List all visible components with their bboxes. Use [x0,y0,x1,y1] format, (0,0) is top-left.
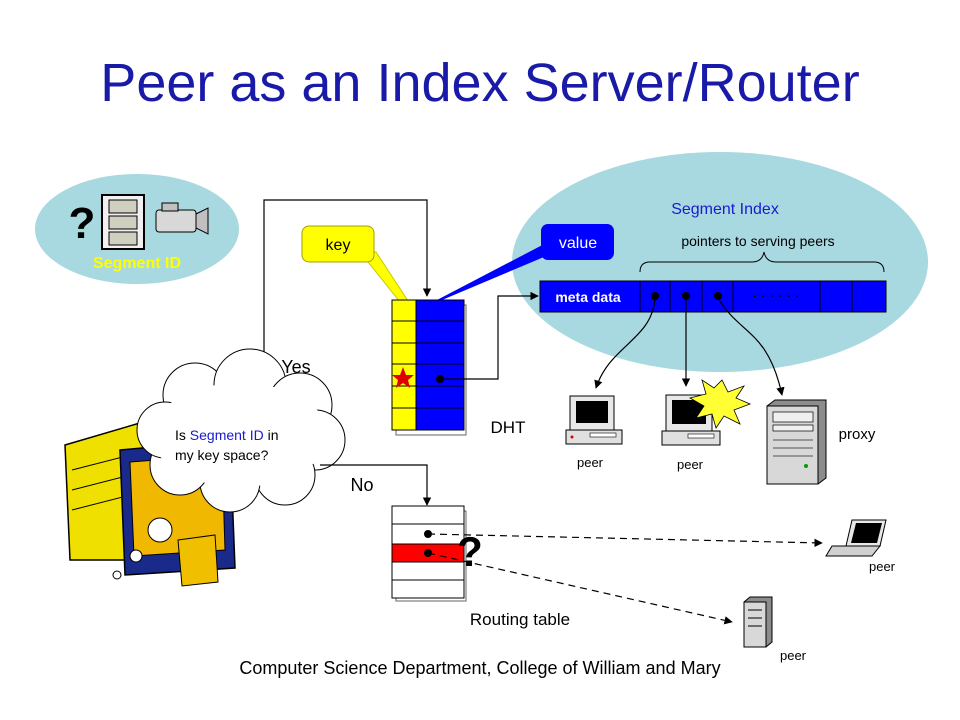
pointers-brace [639,251,885,273]
proxy-server-icon [766,399,827,485]
pointer-arrow-peer-a [594,297,656,389]
routing-arrow-laptop [427,533,823,548]
routing-question: ? [457,528,483,575]
yes-label: Yes [281,357,310,377]
yes-flow-arrow [263,199,432,380]
pointers-label: pointers to serving peers [681,233,834,249]
pointer-dot-1 [651,292,659,300]
explosion-icon [688,379,752,429]
film-strip-icon [101,194,145,250]
peer-computer-icon [565,395,623,445]
segment-id-label: Segment ID [93,255,181,272]
peer-label-laptop: peer [869,559,896,574]
no-flow-arrow [320,464,432,506]
slide-footer: Computer Science Department, College of … [239,658,721,678]
pointer-dot-3 [714,292,722,300]
routing-arrow-server [427,552,733,625]
segment-index-title: Segment Index [671,201,779,218]
value-callout [541,224,614,260]
meta-data-label: meta data [555,289,621,305]
pointer-ellipsis: · · · · · · [752,287,799,303]
value-label: value [559,235,597,252]
proxy-label: proxy [839,426,876,443]
dht-to-meta-arrow [440,291,539,380]
peer-label-server: peer [780,648,807,663]
key-callout [301,225,375,263]
dht-label: DHT [491,418,526,437]
no-label: No [350,475,373,495]
dht-table [391,299,467,436]
pointer-arrow-proxy [717,297,785,396]
value-callout-pointer [437,240,570,300]
pointer-dot-2 [682,292,690,300]
cloud-question-line-2: my key space? [175,447,269,463]
thought-cloud [129,348,346,563]
slide-title: Peer as an Index Server/Router [100,53,860,113]
routing-table-label: Routing table [470,610,570,629]
cloud-question-line-1: Is Segment ID in [175,427,279,443]
small-server-icon [743,596,773,648]
segment-id-question: ? [69,199,96,248]
key-label: key [326,237,351,254]
peer-label-b: peer [677,457,704,472]
star-icon [392,367,414,388]
laptop-icon [825,519,887,557]
meta-data-row [539,280,887,313]
video-camera-icon [155,202,209,235]
peer-label-a: peer [577,455,604,470]
